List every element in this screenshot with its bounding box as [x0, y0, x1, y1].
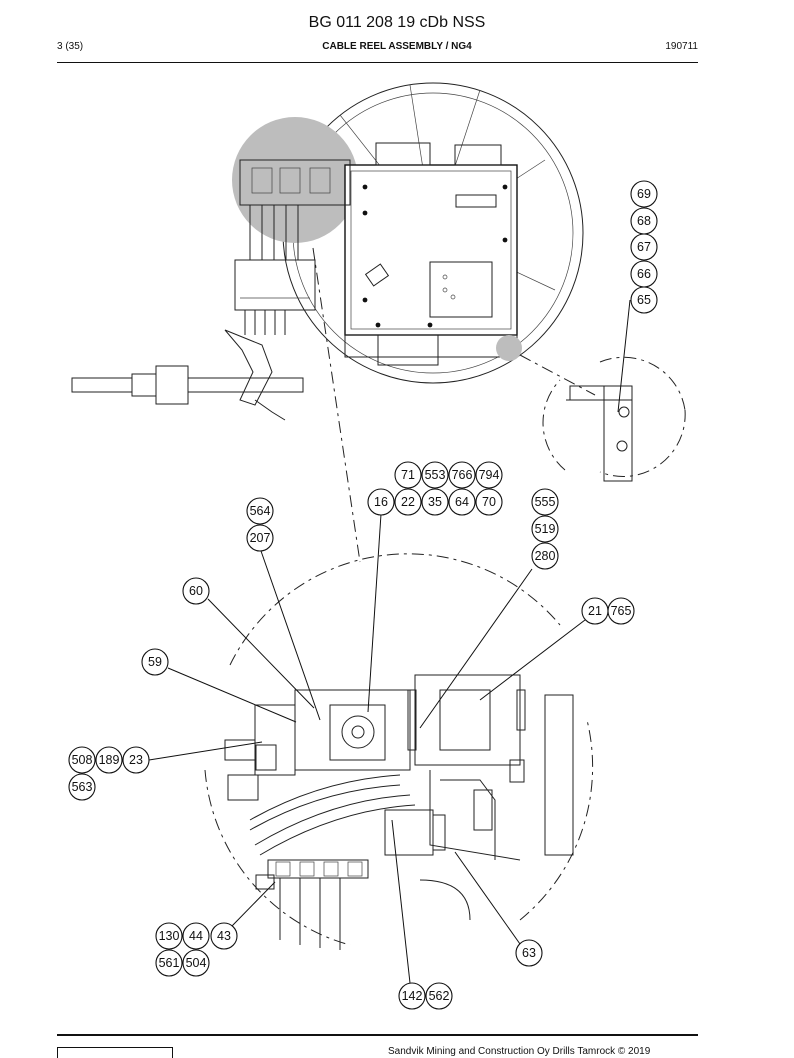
callout-35: 35 [421, 488, 449, 516]
leader-lines [148, 299, 631, 984]
callout-504: 504 [182, 949, 210, 977]
svg-text:35: 35 [428, 495, 442, 509]
callout-562: 562 [425, 982, 453, 1010]
svg-text:794: 794 [479, 468, 500, 482]
section-title: CABLE REEL ASSEMBLY / NG4 [322, 41, 472, 52]
svg-text:43: 43 [217, 929, 231, 943]
callout-59: 59 [141, 648, 169, 676]
svg-text:64: 64 [455, 495, 469, 509]
callout-794: 794 [475, 461, 503, 489]
svg-text:519: 519 [535, 522, 556, 536]
svg-text:60: 60 [189, 584, 203, 598]
svg-text:142: 142 [402, 989, 423, 1003]
header-rule [57, 62, 698, 63]
page-number: 3 (35) [57, 41, 84, 52]
svg-text:63: 63 [522, 946, 536, 960]
svg-text:553: 553 [425, 468, 446, 482]
svg-text:44: 44 [189, 929, 203, 943]
svg-text:71: 71 [401, 468, 415, 482]
cable-reel-overview [71, 82, 596, 563]
callout-16: 16 [367, 488, 395, 516]
document-number: BG 011 208 19 cDb NSS [308, 14, 486, 31]
svg-text:69: 69 [637, 187, 651, 201]
svg-text:67: 67 [637, 240, 651, 254]
callout-130: 130 [155, 922, 183, 950]
zoom-leader-detail [519, 354, 596, 396]
svg-text:766: 766 [452, 468, 473, 482]
callout-766: 766 [448, 461, 476, 489]
svg-text:59: 59 [148, 655, 162, 669]
callout-189: 189 [95, 746, 123, 774]
callout-553: 553 [421, 461, 449, 489]
svg-text:562: 562 [429, 989, 450, 1003]
svg-text:66: 66 [637, 267, 651, 281]
callout-280: 280 [531, 542, 559, 570]
svg-text:280: 280 [535, 549, 556, 563]
electrical-enclosure [344, 164, 518, 336]
callout-66: 66 [630, 260, 658, 288]
svg-text:65: 65 [637, 293, 651, 307]
callout-70: 70 [475, 488, 503, 516]
callout-765: 765 [607, 597, 635, 625]
svg-text:563: 563 [72, 780, 93, 794]
callout-564: 564 [246, 497, 274, 525]
detail-view-clamp [496, 335, 686, 482]
callout-44: 44 [182, 922, 210, 950]
footer-rule [57, 1034, 698, 1036]
callout-561: 561 [155, 949, 183, 977]
svg-text:68: 68 [637, 214, 651, 228]
svg-text:70: 70 [482, 495, 496, 509]
svg-text:561: 561 [159, 956, 180, 970]
callout-555: 555 [531, 488, 559, 516]
copyright-text: Sandvik Mining and Construction Oy Drill… [388, 1046, 651, 1057]
callout-43: 43 [210, 922, 238, 950]
svg-text:21: 21 [588, 604, 602, 618]
date-code: 190711 [665, 41, 698, 52]
svg-text:189: 189 [99, 753, 120, 767]
svg-text:564: 564 [250, 504, 271, 518]
svg-text:22: 22 [401, 495, 415, 509]
svg-text:765: 765 [611, 604, 632, 618]
callout-63: 63 [515, 939, 543, 967]
callout-21: 21 [581, 597, 609, 625]
svg-text:207: 207 [250, 531, 271, 545]
svg-text:504: 504 [186, 956, 207, 970]
zoom-area-shade [232, 117, 358, 243]
svg-text:23: 23 [129, 753, 143, 767]
callout-64: 64 [448, 488, 476, 516]
callout-68: 68 [630, 207, 658, 235]
zoom-leader-main [312, 247, 361, 563]
callout-60: 60 [182, 577, 210, 605]
svg-text:508: 508 [72, 753, 93, 767]
callout-207: 207 [246, 524, 274, 552]
callout-563: 563 [68, 773, 96, 801]
callout-23: 23 [122, 746, 150, 774]
callout-67: 67 [630, 233, 658, 261]
callout-bubbles: 69 68 67 66 65 71 553 766 794 16 22 35 6… [68, 180, 658, 1010]
callout-71: 71 [394, 461, 422, 489]
svg-text:130: 130 [159, 929, 180, 943]
callout-519: 519 [531, 515, 559, 543]
svg-text:16: 16 [374, 495, 388, 509]
callout-22: 22 [394, 488, 422, 516]
callout-69: 69 [630, 180, 658, 208]
detail-view-valve-block [204, 553, 594, 950]
svg-text:555: 555 [535, 495, 556, 509]
callout-142: 142 [398, 982, 426, 1010]
callout-508: 508 [68, 746, 96, 774]
callout-65: 65 [630, 286, 658, 314]
